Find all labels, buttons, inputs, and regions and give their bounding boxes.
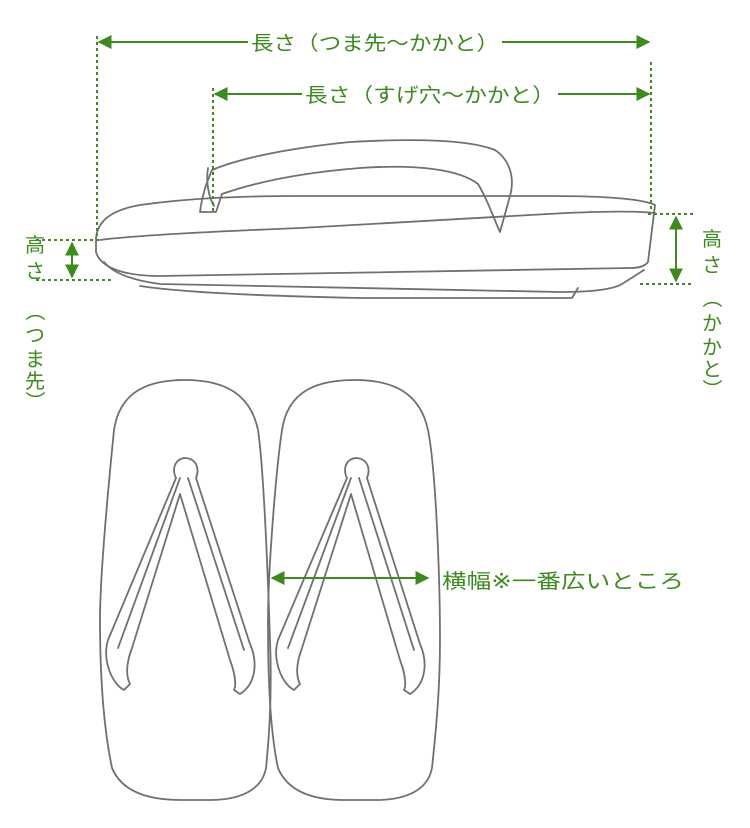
height-heel-char: か	[702, 311, 722, 335]
top-view-sandals	[99, 379, 441, 801]
height-toe-char: 高	[25, 233, 45, 257]
side-sole	[95, 195, 656, 277]
height-toe-char: ま	[25, 347, 45, 371]
height-heel-char: さ	[702, 253, 722, 277]
height-heel-char: と	[702, 357, 722, 381]
side-sole-top-line	[99, 210, 656, 241]
left-thong-strap	[105, 457, 256, 695]
side-sole-base-2	[139, 285, 579, 299]
length-toe-heel-label: 長さ（つま先〜かかと）	[251, 31, 499, 55]
height-heel-label: 高 さ （ か か と ）	[700, 227, 724, 399]
right-thong-inner-line	[287, 477, 415, 651]
side-strap	[199, 139, 513, 233]
height-toe-char: つ	[25, 323, 45, 347]
height-toe-char: さ	[25, 259, 45, 283]
width-label: 横幅※一番広いところ	[442, 569, 684, 593]
left-sole-outline	[99, 379, 272, 801]
side-view-sandal	[95, 139, 656, 299]
right-thong-strap	[275, 457, 426, 695]
left-thong-inner-line	[117, 477, 245, 651]
height-toe-char: （	[23, 301, 47, 321]
height-toe-char: 先	[25, 369, 45, 393]
height-heel-char: 高	[702, 227, 722, 251]
height-toe-label: 高 さ （ つ ま 先 ）	[23, 233, 47, 411]
height-heel-char: （	[700, 288, 724, 308]
right-sole-outline	[267, 379, 441, 801]
measurement-guides	[36, 35, 694, 585]
side-sole-base	[103, 261, 645, 293]
height-heel-char: か	[702, 335, 722, 359]
height-heel-char: ）	[700, 379, 724, 399]
length-thong-heel-label: 長さ（すげ穴〜かかと）	[305, 83, 555, 107]
height-toe-char: ）	[23, 391, 47, 411]
